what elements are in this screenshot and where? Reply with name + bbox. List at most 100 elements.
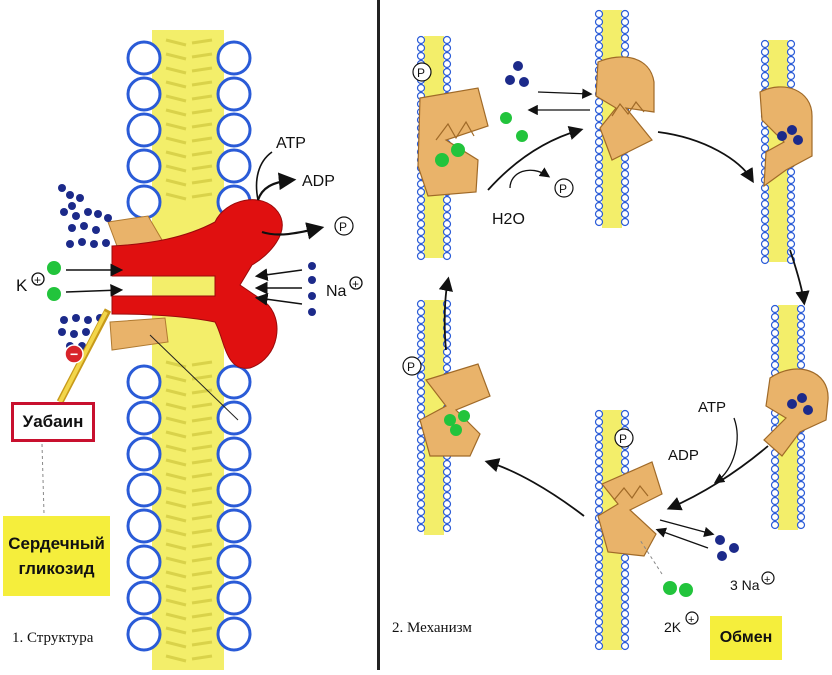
lipid-head [760, 239, 770, 249]
lipid-head [796, 352, 806, 362]
lipid-head [594, 169, 604, 179]
lipid-head [620, 553, 630, 563]
lipid-tail [191, 444, 213, 451]
k-ion [679, 583, 693, 597]
lipid-head [594, 417, 604, 427]
lipid-head [416, 459, 426, 469]
lipid-tail [165, 542, 187, 551]
lipid-head [442, 523, 452, 533]
lipid-tail [191, 472, 213, 479]
lipid-head [760, 135, 770, 145]
lipid-head [594, 593, 604, 603]
lipid-head [770, 344, 780, 354]
lipid-head [594, 193, 604, 203]
inhibitor-minus-icon [64, 344, 84, 364]
lipid-head [786, 79, 796, 89]
lipid-tail [191, 178, 213, 185]
lipid-head [620, 201, 630, 211]
phospholipid-head [126, 184, 162, 220]
lipid-head [760, 63, 770, 73]
lipid-tail [191, 486, 213, 493]
lipid-head [594, 577, 604, 587]
lipid-head [786, 223, 796, 233]
lipid-head [442, 75, 452, 85]
phospholipid-head [216, 112, 252, 148]
lipid-tail [191, 388, 213, 395]
lipid-tail [165, 430, 187, 439]
lipid-head [594, 617, 604, 627]
glycan-chain-top [58, 184, 112, 248]
lipid-tail [165, 66, 187, 75]
phospholipid-head [216, 436, 252, 472]
lipid-head [770, 312, 780, 322]
lipid-head [760, 143, 770, 153]
lipid-head [770, 360, 780, 370]
lipid-head [594, 457, 604, 467]
plus-sign-icon: + [34, 273, 41, 287]
lipid-tail [191, 164, 213, 171]
lipid-head [594, 481, 604, 491]
lipid-head [620, 161, 630, 171]
phospholipid-head [216, 364, 252, 400]
lipid-head [416, 403, 426, 413]
lipid-tail [165, 374, 187, 383]
lipid-tail [191, 458, 213, 465]
phosphate-release-arrow [261, 222, 325, 240]
phospholipid-head [126, 400, 162, 436]
water-label: H2O [492, 211, 525, 228]
beta-subunit-bottom [109, 317, 169, 351]
cycle-arrow [438, 276, 453, 351]
mechanism-caption: 2. Механизм [392, 620, 472, 636]
charge-plus-icon [761, 571, 775, 585]
lipid-tail [191, 122, 213, 129]
phospholipid-head [126, 436, 162, 472]
lipid-head [594, 97, 604, 107]
lipid-head [796, 464, 806, 474]
phosphate-icon [334, 216, 354, 236]
lipid-head [442, 219, 452, 229]
lipid-tail [165, 654, 187, 663]
k-ion [663, 581, 677, 595]
lipid-head [620, 417, 630, 427]
lipid-tail [191, 500, 213, 507]
lipid-head [594, 633, 604, 643]
glycoside-line-2: гликозид [18, 559, 95, 578]
lipid-head [786, 47, 796, 57]
lipid-head [786, 175, 796, 185]
lipid-tail [165, 416, 187, 425]
lipid-tail [191, 654, 213, 661]
lipid-head [770, 456, 780, 466]
exchange-arrow [659, 519, 715, 537]
lipid-head [594, 553, 604, 563]
lipid-head [770, 416, 780, 426]
phosphate-label: P [339, 220, 347, 234]
lipid-head [796, 344, 806, 354]
lipid-head [594, 25, 604, 35]
lipid-tail [191, 360, 213, 367]
atp-label: ATP [276, 135, 306, 152]
lipid-head [594, 113, 604, 123]
lipid-head [760, 47, 770, 57]
lipid-tail [165, 136, 187, 145]
lipid-tail [191, 584, 213, 591]
k-ion-label: K [16, 276, 28, 295]
phospholipid-head [126, 364, 162, 400]
lipid-head [442, 251, 452, 261]
phospholipid-head [126, 40, 162, 76]
lipid-head [786, 199, 796, 209]
lipid-tail [165, 192, 187, 201]
lipid-head [770, 480, 780, 490]
lipid-tail [191, 430, 213, 437]
lipid-head [620, 457, 630, 467]
lipid-head [594, 473, 604, 483]
cycle-arrow [487, 126, 584, 191]
lipid-head [442, 203, 452, 213]
lipid-head [416, 379, 426, 389]
panel-divider [377, 0, 380, 670]
lipid-head [786, 191, 796, 201]
phosphate-icon: P [554, 178, 574, 198]
plus-sign-icon: + [688, 614, 694, 626]
lipid-head [620, 41, 630, 51]
lipid-head [760, 207, 770, 217]
lipid-head [770, 496, 780, 506]
